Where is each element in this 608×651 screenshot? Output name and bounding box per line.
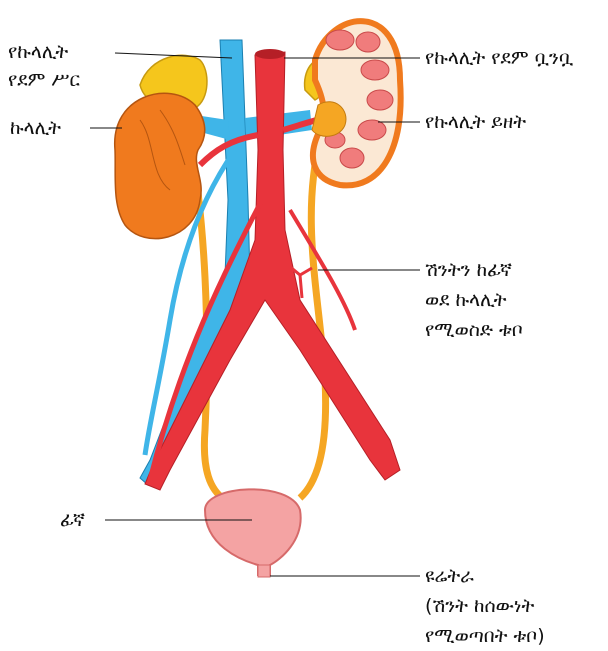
label-bladder: ፊኛ [60,506,85,535]
label-renal-vein-line2: የደም ሥር [8,66,80,95]
left-kidney [115,93,205,238]
aorta-top [255,49,285,59]
bladder [205,489,301,575]
label-urethra-line3: የሚወጣበት ቱቦ) [425,622,545,651]
urethra-tube [258,565,270,577]
label-urethra-line2: (ሽንት ከሰውነት [425,592,534,621]
label-renal-artery: የኩላሊት የደም ቧንቧ [425,44,573,73]
label-ureter-line1: ሽንትን ከፊኛ [425,256,512,285]
label-renal-vein-line1: የኩላሊት [8,38,68,67]
label-ureter-line2: ወደ ኩላሊት [425,286,506,315]
label-urethra-line1: ዩሬትራ [425,562,474,591]
label-renal-pelvis: የኩላሊት ይዘት [425,108,526,137]
label-ureter-line3: የሚወስድ ቱቦ [425,316,523,345]
label-kidney: ኩላሊት [10,114,61,143]
renal-pelvis [312,102,346,137]
